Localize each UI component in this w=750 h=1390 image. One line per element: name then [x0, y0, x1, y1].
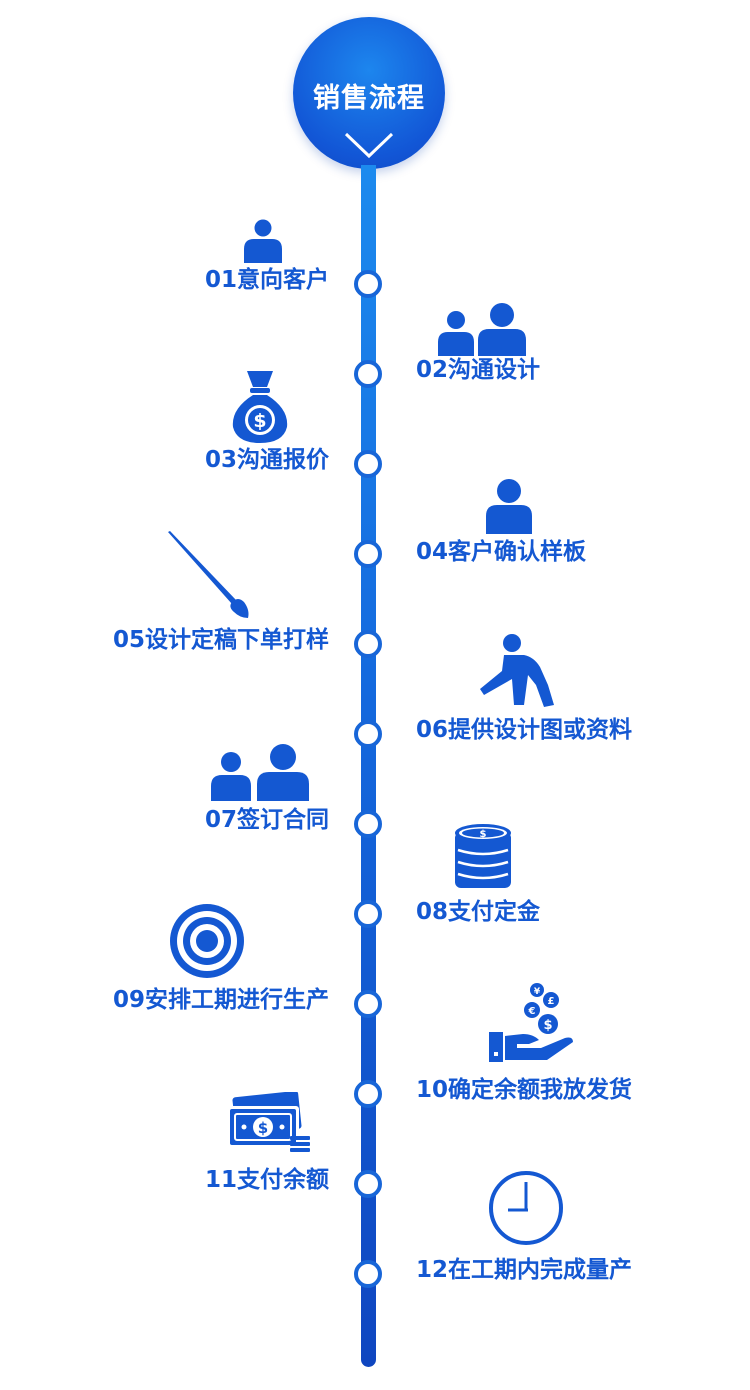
step-04-label: 04客户确认样板 — [416, 539, 587, 565]
money-bag-icon: $ — [229, 369, 291, 445]
step-03-label: 03沟通报价 — [204, 447, 329, 473]
step-11-label: 11支付余额 — [204, 1167, 329, 1193]
step-02-label: 02沟通设计 — [416, 357, 541, 383]
timeline-node — [354, 540, 382, 568]
svg-text:$: $ — [480, 829, 487, 840]
svg-text:£: £ — [548, 996, 555, 1007]
person-icon — [242, 219, 284, 263]
person-icon — [484, 478, 534, 534]
coin-stack-icon: $ — [452, 822, 514, 892]
two-people-icon — [209, 743, 309, 801]
hand-coins-icon: ¥ £ € $ — [487, 980, 577, 1064]
svg-text:$: $ — [258, 1119, 268, 1137]
timeline-node — [354, 1170, 382, 1198]
step-07-label: 07签订合同 — [204, 807, 329, 833]
paintbrush-icon — [164, 530, 254, 622]
svg-text:$: $ — [543, 1018, 552, 1033]
step-05-label: 05设计定稿下单打样 — [112, 627, 329, 653]
timeline-node — [354, 1080, 382, 1108]
timeline-node — [354, 810, 382, 838]
svg-text:$: $ — [253, 410, 266, 432]
timeline-node — [354, 270, 382, 298]
person-presenting-icon — [478, 633, 568, 709]
timeline-node — [354, 990, 382, 1018]
cash-bills-icon: $ — [224, 1092, 312, 1154]
timeline-node — [354, 900, 382, 928]
page-title: 销售流程 — [313, 83, 425, 114]
timeline-node — [354, 1260, 382, 1288]
timeline-node — [354, 450, 382, 478]
step-08-label: 08支付定金 — [416, 899, 541, 925]
clock-icon — [488, 1170, 564, 1246]
step-12-label: 12在工期内完成量产 — [416, 1257, 633, 1283]
two-people-icon — [436, 302, 526, 356]
timeline-node — [354, 630, 382, 658]
timeline-node — [354, 360, 382, 388]
timeline-node — [354, 720, 382, 748]
step-10-label: 10确定余额我放发货 — [416, 1077, 633, 1103]
chevron-down-icon — [344, 132, 394, 159]
header-circle: 销售流程 — [293, 17, 445, 169]
svg-text:¥: ¥ — [534, 987, 541, 997]
step-09-label: 09安排工期进行生产 — [112, 987, 329, 1013]
svg-text:€: € — [528, 1006, 536, 1017]
step-06-label: 06提供设计图或资料 — [416, 717, 633, 743]
target-icon — [168, 902, 246, 980]
step-01-label: 01意向客户 — [204, 267, 329, 293]
